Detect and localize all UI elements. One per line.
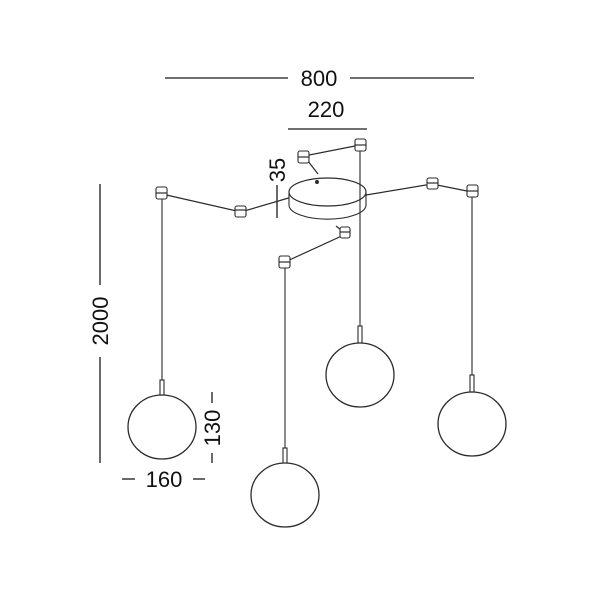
- canopy-diameter-label: 220: [308, 97, 345, 122]
- globe-back: [325, 342, 395, 408]
- arm-back: [302, 144, 361, 175]
- globe-diameter-label: 160: [146, 467, 183, 492]
- arm-joints: [155, 138, 479, 269]
- arm-right: [359, 183, 473, 197]
- dimension-globe-diameter: 160: [122, 467, 205, 492]
- socket-back: [357, 325, 363, 344]
- total-height-label: 2000: [88, 297, 113, 346]
- dimension-globe-height: 130: [200, 392, 225, 463]
- canopy-height-label: 35: [265, 158, 290, 182]
- socket-right: [469, 374, 475, 393]
- globes: [127, 342, 507, 528]
- dimension-total-height: 2000: [88, 184, 113, 463]
- canopy: [288, 177, 367, 220]
- dimension-canopy-diameter: 220: [288, 97, 367, 130]
- globe-right: [437, 391, 507, 457]
- globe-height-label: 130: [200, 410, 225, 447]
- dimension-canopy-height: 35: [265, 158, 290, 218]
- joint-left-mid: [234, 205, 247, 218]
- canopy-screw: [315, 180, 319, 184]
- canopy-top: [288, 177, 367, 207]
- globe-front: [250, 462, 320, 528]
- globe-left: [127, 394, 197, 460]
- pendant-cords: [159, 151, 475, 466]
- dimension-overall-width: 800: [165, 66, 474, 91]
- arm-front: [284, 225, 348, 263]
- arm-left: [161, 193, 293, 213]
- overall-width-label: 800: [301, 66, 338, 91]
